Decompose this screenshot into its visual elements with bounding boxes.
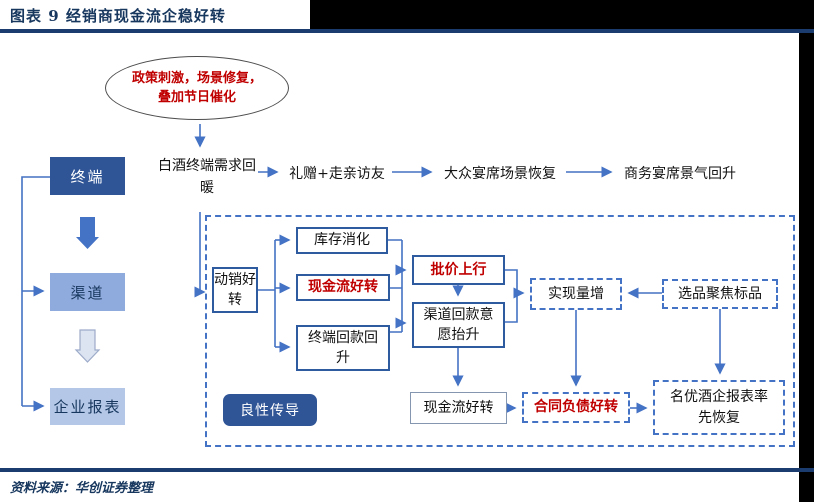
chain-down-arrow-2 — [74, 329, 101, 363]
transmission-container — [205, 215, 795, 447]
flow-demand-recovery: 白酒终端需求回暖 — [158, 158, 256, 196]
black-crop-band-right — [799, 0, 814, 502]
box-cashflow-improve-2: 现金流好转 — [410, 392, 507, 424]
trigger-ellipse: 政策刺激，场景修复，叠加节日催化 — [105, 56, 289, 120]
chain-box-company-report: 企业报表 — [50, 388, 125, 425]
box-cashflow-improve: 现金流好转 — [296, 274, 390, 301]
chain-box-terminal: 终端 — [50, 157, 125, 195]
flow-gifting-visits: 礼赠+走亲访友 — [289, 166, 385, 182]
box-inventory-digest: 库存消化 — [296, 227, 388, 254]
box-product-focus: 选品聚焦标品 — [662, 279, 778, 309]
footer-rule — [0, 468, 814, 472]
box-wholesale-price-up: 批价上行 — [412, 255, 505, 285]
middle-merge-bus — [388, 239, 403, 333]
box-sales-improve: 动销好转 — [212, 267, 258, 313]
box-terminal-payment: 终端回款回升 — [296, 325, 390, 371]
black-crop-band-top — [310, 0, 814, 29]
legend-positive-transmission: 良性传导 — [223, 394, 317, 426]
chain-down-arrow-1 — [76, 217, 99, 249]
left-chain-bus — [21, 176, 50, 406]
header-rule — [0, 29, 814, 33]
flow-mass-banquet: 大众宴席场景恢复 — [444, 166, 556, 182]
flow-business-banquet: 商务宴席景气回升 — [624, 166, 736, 182]
figure-title: 图表 9 经销商现金流企稳好转 — [10, 7, 226, 25]
box-famous-firm-recovery: 名优酒企报表率先恢复 — [653, 380, 785, 435]
chain-box-channel: 渠道 — [50, 273, 125, 311]
arrow-into-volume-growth — [505, 269, 525, 299]
source-note: 资料来源：华创证券整理 — [10, 481, 154, 496]
merge-from-willingness — [505, 293, 518, 323]
box-contract-liability: 合同负债好转 — [522, 392, 630, 423]
sales-fanout-bus — [258, 240, 276, 347]
arrow-demand-to-sales — [194, 212, 206, 298]
box-channel-willingness: 渠道回款意愿抬升 — [412, 302, 505, 348]
box-volume-growth: 实现量增 — [530, 278, 622, 310]
